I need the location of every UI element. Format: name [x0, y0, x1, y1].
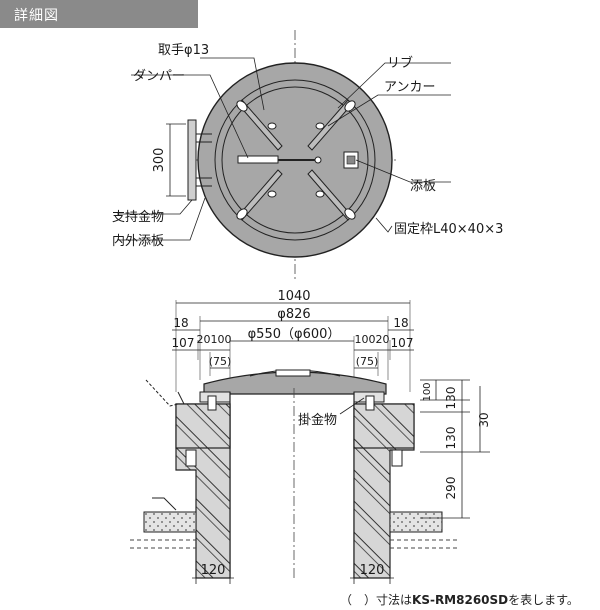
dim-10020: 10020: [355, 333, 390, 346]
dim-130a: 130: [444, 387, 458, 410]
frame-ring-outer: [214, 79, 376, 241]
label-support: 支持金物: [112, 209, 164, 225]
label-damper: ダンパー: [133, 69, 185, 84]
footnote-suffix: を表します。: [508, 593, 579, 607]
dim-18-right: 18: [393, 316, 408, 330]
dim-300-label: 300: [152, 148, 167, 173]
label-rib: リブ: [387, 55, 413, 71]
dim-75-right: (75): [356, 355, 379, 368]
dim-290: 290: [444, 477, 458, 500]
dim-1040: 1040: [277, 289, 310, 304]
leader-open: [145, 379, 179, 407]
label-anchor: アンカー: [384, 80, 435, 95]
dim-75-left: (75): [209, 355, 232, 368]
dim-826: φ826: [277, 307, 310, 322]
rib-pads: [236, 100, 356, 220]
dim-120-right: 120: [360, 563, 385, 578]
handle-knob: [314, 156, 322, 164]
dim-18-left: 18: [173, 316, 188, 330]
lid-hinge: [275, 369, 311, 377]
dim-120-left: 120: [201, 563, 226, 578]
damper-body: [237, 155, 279, 164]
dim-30: 30: [477, 412, 491, 427]
hook-right: [391, 449, 403, 467]
dim-20100: 20100: [197, 333, 232, 346]
footnote: （ ）寸法はKS-RM8260SDを表します。: [340, 591, 579, 608]
dim-100: 100: [422, 382, 433, 401]
dim-130b: 130: [444, 427, 458, 450]
slab-left: [143, 511, 197, 533]
footnote-model: KS-RM8260SD: [412, 593, 509, 607]
footnote-prefix: （ ）寸法は: [340, 593, 413, 607]
header-title: 詳細図: [14, 8, 59, 24]
section-header: 詳細図: [0, 0, 198, 28]
section-view: 1040 φ826 φ550（φ600） 18 18 107 20100 100…: [130, 289, 491, 584]
dim-300: [166, 123, 186, 197]
slab-right: [389, 511, 443, 533]
label-frame: 固定枠L40×40×3: [394, 222, 503, 237]
label-plate: 添板: [410, 179, 436, 194]
label-inner-outer: 内外添板: [112, 233, 164, 249]
dim-107-left: 107: [172, 336, 195, 350]
frame-ring-inner: [221, 86, 369, 234]
plan-view: 300 取手φ13 ダンパー リブ アンカー 添板 支持金物 内外添板 固定枠L…: [112, 30, 503, 282]
label-handle: 取手φ13: [158, 43, 209, 58]
support-bracket: [187, 119, 197, 201]
label-hook: 掛金物: [298, 412, 337, 428]
dim-550: φ550（φ600）: [248, 327, 341, 342]
hook-left: [185, 449, 197, 467]
dim-107-right: 107: [391, 336, 414, 350]
